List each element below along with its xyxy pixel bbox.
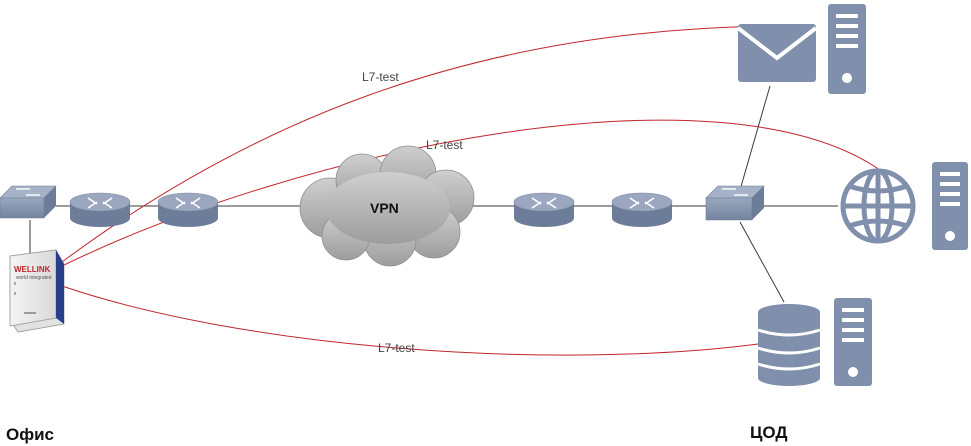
office-switch[interactable] (0, 185, 57, 219)
office-label: Офис (6, 425, 54, 444)
probe-device[interactable]: WELLINK world integrated (9, 249, 65, 333)
test-label-bottom: L7-test (378, 341, 415, 355)
physical-links (29, 85, 838, 303)
probe-brand-label: WELLINK (14, 265, 51, 274)
test-label-mid: L7-test (426, 138, 463, 152)
test-path-mail (61, 25, 771, 263)
switch-icon (705, 185, 765, 221)
office-router-1[interactable] (69, 192, 131, 227)
test-path-db (61, 285, 759, 356)
cloud-icon (299, 145, 475, 267)
dc-switch[interactable] (705, 185, 765, 221)
mail-server[interactable] (736, 4, 866, 94)
probe-sub-label: world integrated (16, 275, 52, 281)
database-icon (757, 304, 821, 386)
link-dc-switch-mail (739, 85, 771, 191)
office-router-2[interactable] (157, 192, 219, 227)
vpn-label: VPN (370, 200, 399, 216)
router-icon (611, 192, 673, 227)
router-icon (513, 192, 575, 227)
link-dc-switch-db (739, 221, 785, 303)
dc-router-2[interactable] (611, 192, 673, 227)
vpn-cloud: VPN (299, 145, 475, 267)
server-icon (932, 162, 968, 250)
web-server[interactable] (840, 162, 968, 250)
server-icon (834, 298, 872, 386)
test-label-top: L7-test (362, 70, 399, 84)
datacenter-label: ЦОД (750, 423, 788, 442)
database-server[interactable] (757, 298, 872, 386)
server-icon (828, 4, 866, 94)
switch-icon (0, 185, 57, 219)
router-icon (157, 192, 219, 227)
globe-icon (840, 168, 916, 244)
router-icon (69, 192, 131, 227)
dc-router-1[interactable] (513, 192, 575, 227)
mail-icon (736, 24, 818, 82)
probe-device-icon (9, 249, 65, 333)
